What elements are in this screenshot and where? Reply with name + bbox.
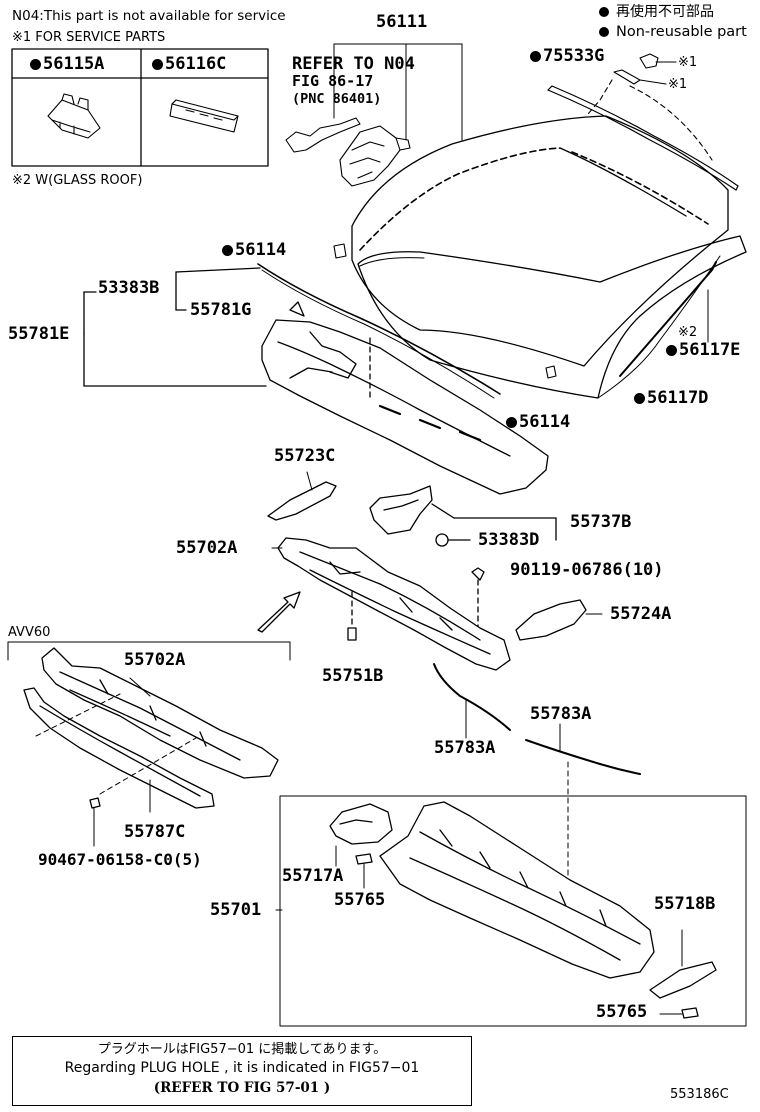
service-part-56115a: 56115A xyxy=(30,56,104,73)
label-56117d: 56117D xyxy=(634,390,708,407)
small-parts-marked-1 xyxy=(587,53,713,161)
glass-roof-note: ※2 W(GLASS ROOF) xyxy=(12,173,143,188)
label-55787c: 55787C xyxy=(124,822,186,842)
n04-note: N04:This part is not available for servi… xyxy=(12,8,286,24)
label-55702a: 55702A xyxy=(176,538,238,558)
cowl-inner-panel-drawing xyxy=(271,537,511,671)
label-55783a-left: 55783A xyxy=(434,738,496,758)
legend-jp: 再使用不可部品 xyxy=(616,4,714,20)
label-55702a-avv60: 55702A xyxy=(124,650,186,670)
label-56114-bottom: 56114 xyxy=(506,414,570,431)
label-53383b: 53383B xyxy=(98,278,160,298)
label-56117e: 56117E xyxy=(666,342,740,359)
plug-hole-note-en: Regarding PLUG HOLE , it is indicated in… xyxy=(64,1060,420,1076)
clip-56116c-drawing xyxy=(169,99,239,133)
label-55781e: 55781E xyxy=(8,324,70,344)
legend-en: Non-reusable part xyxy=(616,24,747,40)
label-55751b: 55751B xyxy=(322,666,384,686)
avv60-label: AVV60 xyxy=(8,625,51,640)
seal-55737b-drawing xyxy=(369,485,557,547)
service-part-56116c: 56116C xyxy=(152,56,226,73)
avv60-cowl-panel-drawing xyxy=(41,647,279,779)
label-55717a: 55717A xyxy=(282,866,344,886)
refer-n04-line2: FIG 86-17 xyxy=(292,72,374,90)
label-55737b: 55737B xyxy=(570,512,632,532)
direction-arrow xyxy=(257,591,301,633)
avv60-lower-panel-drawing xyxy=(23,687,215,847)
plug-hole-note-box xyxy=(12,1036,472,1106)
molding-75533g-drawing xyxy=(547,85,739,191)
label-55765-top: 55765 xyxy=(334,890,386,910)
marker-2: ※2 xyxy=(678,325,698,340)
label-56111: 56111 xyxy=(376,12,428,32)
plug-hole-note-refer: (REFER TO FIG 57-01 ) xyxy=(153,1080,331,1096)
n04-bracket-drawing xyxy=(285,117,411,187)
cowl-top-panel-drawing xyxy=(83,263,549,495)
label-75533g: 75533G xyxy=(530,48,604,65)
label-55718b: 55718B xyxy=(654,894,716,914)
refer-n04-line1: REFER TO N04 xyxy=(292,54,415,74)
strip-55783a-drawing xyxy=(433,663,641,775)
label-90467: 90467-06158-C0(5) xyxy=(38,850,202,869)
marker-1b: ※1 xyxy=(668,77,688,92)
windshield-glass-drawing xyxy=(351,115,747,399)
clip-56114-drawing xyxy=(333,243,557,379)
clip-56115a-drawing xyxy=(47,93,101,139)
cowl-panel-55701-drawing xyxy=(275,801,655,979)
label-53383d: 53383D xyxy=(478,530,540,550)
label-55701: 55701 xyxy=(210,900,262,920)
label-90119: 90119-06786(10) xyxy=(510,560,664,580)
label-55783a-right: 55783A xyxy=(530,704,592,724)
figure-id: 553186C xyxy=(670,1087,729,1102)
leader-56111 xyxy=(333,43,463,141)
label-56114-top: 56114 xyxy=(222,242,286,259)
avv60-frame xyxy=(7,641,291,661)
service-parts-table-frame xyxy=(11,48,269,167)
label-55724a: 55724A xyxy=(610,604,672,624)
service-parts-note: ※1 FOR SERVICE PARTS xyxy=(12,30,166,45)
label-55781g: 55781G xyxy=(190,300,252,320)
label-55723c: 55723C xyxy=(274,446,336,466)
refer-n04-line3: (PNC 86401) xyxy=(292,91,382,107)
label-55765-bottom: 55765 xyxy=(596,1002,648,1022)
plug-hole-note-jp: プラグホールはFIG57−01 に掲載してあります。 xyxy=(97,1042,387,1057)
marker-1a: ※1 xyxy=(678,55,698,70)
